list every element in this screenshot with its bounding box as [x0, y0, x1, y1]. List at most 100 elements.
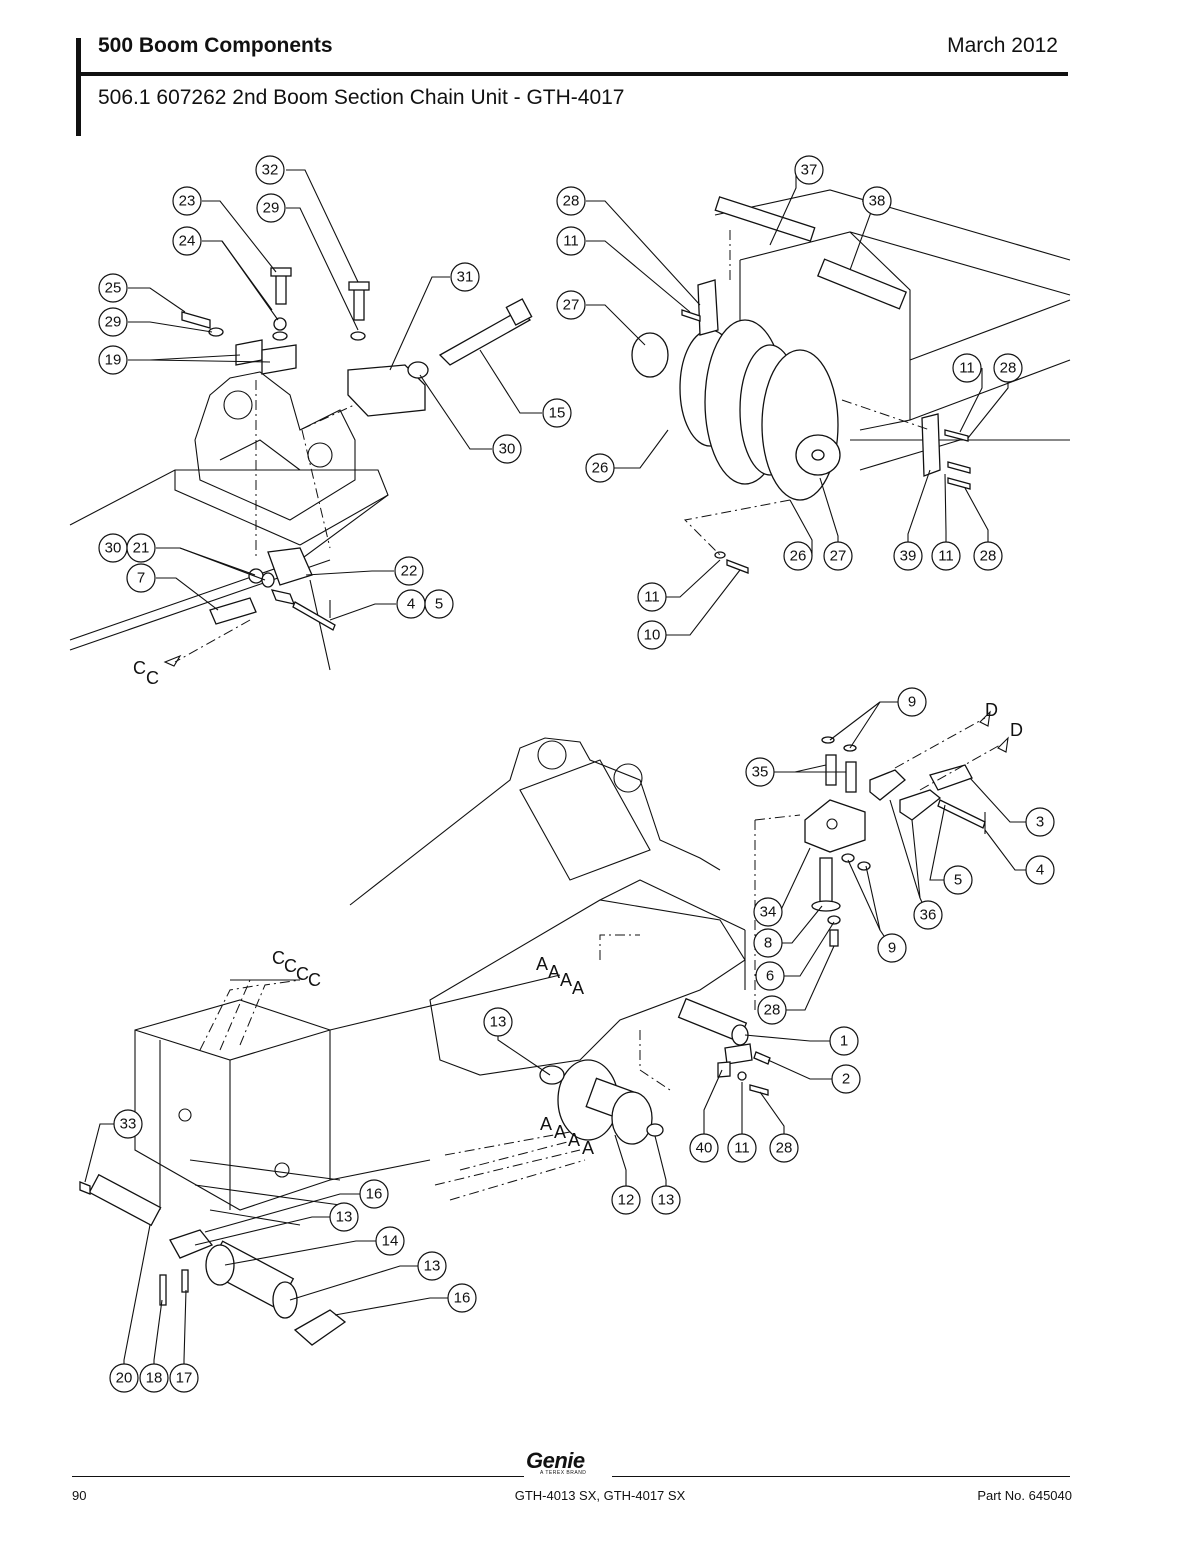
svg-text:15: 15 — [549, 405, 566, 422]
svg-text:13: 13 — [658, 1192, 675, 1209]
callout: 23 — [172, 186, 202, 216]
callout: 28 — [556, 186, 586, 216]
callout: 33 — [113, 1109, 143, 1139]
lower-boom-drawing: C C C C A A A A — [134, 737, 746, 1226]
svg-text:11: 11 — [734, 1140, 750, 1157]
callout: 13 — [651, 1185, 681, 1215]
callout: 32 — [255, 155, 285, 185]
flow-label: C — [296, 964, 309, 984]
flow-label: D — [985, 700, 998, 720]
callout: 9 — [897, 687, 927, 717]
callout: 25 — [98, 273, 128, 303]
callout: 4 — [1025, 855, 1055, 885]
callout: 20 — [109, 1363, 139, 1393]
svg-text:33: 33 — [120, 1116, 137, 1133]
svg-text:30: 30 — [105, 540, 122, 557]
callout: 4 — [396, 589, 426, 619]
callout: 16 — [447, 1283, 477, 1313]
callout: 40 — [689, 1133, 719, 1163]
svg-text:28: 28 — [776, 1140, 793, 1157]
svg-text:4: 4 — [1036, 862, 1044, 879]
callout: 7 — [126, 563, 156, 593]
page-number: 90 — [72, 1488, 87, 1503]
callout: 30 — [98, 533, 128, 563]
svg-text:16: 16 — [366, 1186, 383, 1203]
callout: 5 — [424, 589, 454, 619]
svg-text:6: 6 — [766, 968, 774, 985]
svg-text:7: 7 — [137, 570, 145, 587]
callout: 9 — [877, 933, 907, 963]
svg-text:5: 5 — [435, 596, 443, 613]
svg-text:11: 11 — [644, 589, 660, 606]
callout: 11 — [931, 541, 961, 571]
svg-text:24: 24 — [179, 233, 196, 250]
svg-text:19: 19 — [105, 352, 122, 369]
svg-text:2: 2 — [842, 1071, 850, 1088]
flow-label: C — [308, 970, 321, 990]
callout: 28 — [769, 1133, 799, 1163]
svg-text:12: 12 — [618, 1192, 635, 1209]
svg-text:16: 16 — [454, 1290, 471, 1307]
callout: 8 — [753, 928, 783, 958]
svg-text:31: 31 — [457, 269, 474, 286]
svg-text:29: 29 — [105, 314, 122, 331]
svg-text:3: 3 — [1036, 814, 1044, 831]
callout: 28 — [757, 995, 787, 1025]
footer-rule-right — [612, 1476, 1070, 1477]
upper-left-small-parts: C C — [133, 267, 533, 688]
callout: 38 — [862, 186, 892, 216]
callout: 31 — [450, 262, 480, 292]
callout: 17 — [169, 1363, 199, 1393]
svg-text:23: 23 — [179, 193, 196, 210]
header-accent-bar — [76, 38, 81, 136]
flow-label: D — [1010, 720, 1023, 740]
flow-label: A — [540, 1114, 552, 1134]
flow-label: C — [284, 956, 297, 976]
svg-text:25: 25 — [105, 280, 122, 297]
callout: 15 — [542, 398, 572, 428]
svg-text:21: 21 — [133, 540, 150, 557]
svg-text:39: 39 — [900, 548, 917, 565]
callout: 35 — [745, 757, 775, 787]
document-title: 506.1 607262 2nd Boom Section Chain Unit… — [98, 86, 625, 109]
svg-text:9: 9 — [888, 940, 896, 957]
callout: 26 — [783, 541, 813, 571]
callout: 6 — [755, 961, 785, 991]
footer-rule-left — [72, 1476, 524, 1477]
svg-text:38: 38 — [869, 193, 886, 210]
callout-group: 32 23 29 24 25 29 19 31 15 30 30 21 7 22… — [98, 155, 1055, 1393]
svg-text:28: 28 — [764, 1002, 781, 1019]
svg-text:28: 28 — [980, 548, 997, 565]
callout: 19 — [98, 345, 128, 375]
genie-logo: Genie — [526, 1448, 585, 1473]
callout: 3 — [1025, 807, 1055, 837]
svg-text:28: 28 — [563, 193, 580, 210]
svg-text:30: 30 — [499, 441, 516, 458]
svg-text:9: 9 — [908, 694, 916, 711]
publication-date: March 2012 — [947, 34, 1058, 57]
callout: 11 — [952, 353, 982, 383]
callout: 11 — [556, 226, 586, 256]
callout: 5 — [943, 865, 973, 895]
svg-text:11: 11 — [938, 548, 954, 565]
svg-text:18: 18 — [146, 1370, 163, 1387]
upper-left-boom-drawing — [69, 371, 389, 671]
callout: 13 — [417, 1251, 447, 1281]
callout: 18 — [139, 1363, 169, 1393]
callout: 28 — [973, 541, 1003, 571]
svg-text:13: 13 — [424, 1258, 441, 1275]
logo-tagline: A TEREX BRAND — [540, 1470, 587, 1476]
svg-text:27: 27 — [830, 548, 847, 565]
svg-text:1: 1 — [840, 1033, 848, 1050]
svg-text:17: 17 — [176, 1370, 193, 1387]
upper-right-boom-drawing — [631, 189, 1071, 574]
callout: 13 — [329, 1202, 359, 1232]
svg-text:22: 22 — [401, 563, 418, 580]
flow-label: A — [554, 1122, 566, 1142]
callout: 10 — [637, 620, 667, 650]
flow-label: C — [272, 948, 285, 968]
svg-text:36: 36 — [920, 907, 937, 924]
callout: 16 — [359, 1179, 389, 1209]
callout: 29 — [98, 307, 128, 337]
flow-label: A — [548, 962, 560, 982]
